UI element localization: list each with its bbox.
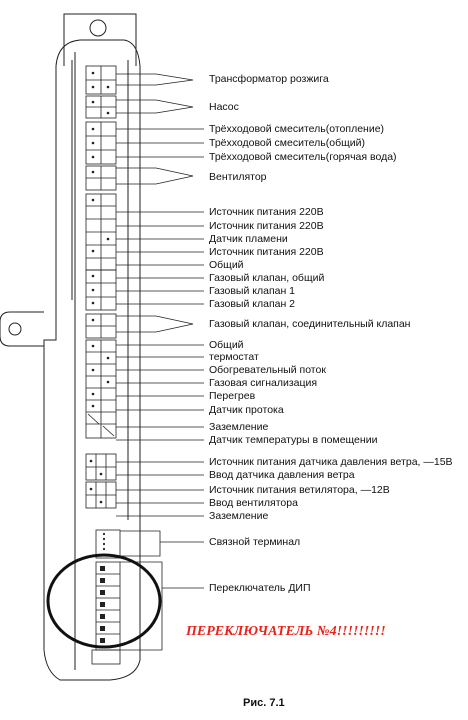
label-ignition-transformer: Трансформатор розжига <box>209 73 329 85</box>
label-wind-pressure-input: Ввод датчика давления ветра <box>209 469 355 481</box>
label-fan-power: Источник питания ветилятора, —12В <box>209 484 390 496</box>
label-gas-valve-2: Газовый клапан 2 <box>209 298 296 310</box>
label-thermostat: термостат <box>209 351 259 363</box>
top-mounting-hole <box>89 19 107 37</box>
label-fan-input: Ввод вентилятора <box>209 497 298 509</box>
label-common-1: Общий <box>209 259 244 271</box>
label-power-220-3: Источник питания 220В <box>209 246 324 258</box>
side-mounting-tab <box>0 311 44 347</box>
lead-lines <box>116 73 204 651</box>
label-gas-valve-1: Газовый клапан 1 <box>209 285 296 297</box>
label-gas-alarm: Газовая сигнализация <box>209 377 318 389</box>
side-mounting-hole <box>8 322 22 336</box>
label-power-220-2: Источник питания 220В <box>209 220 324 232</box>
terminal-dots <box>89 71 110 643</box>
label-gas-valve-common: Газовый клапан, общий <box>209 272 325 284</box>
label-wind-pressure-power: Источник питания датчика давления ветра,… <box>209 456 453 468</box>
label-ground-1: Заземление <box>209 421 269 433</box>
label-flame-sensor: Датчик пламени <box>209 233 288 245</box>
top-mounting-tab <box>63 13 137 66</box>
label-pump: Насос <box>209 101 239 113</box>
label-comm-terminal: Связной терминал <box>209 536 301 548</box>
label-fan: Вентилятор <box>209 171 267 183</box>
label-overheat: Перегрев <box>209 390 256 402</box>
board-outline <box>43 39 141 681</box>
label-heating-flow: Обогревательный поток <box>209 364 326 376</box>
label-ground-2: Заземление <box>209 510 269 522</box>
dip-switch-4-warning: ПЕРЕКЛЮЧАТЕЛЬ №4!!!!!!!!! <box>186 624 386 639</box>
label-common-2: Общий <box>209 339 244 351</box>
label-room-temp-sensor: Датчик температуры в помещении <box>209 434 378 446</box>
label-flow-sensor: Датчик протока <box>209 404 284 416</box>
dip-switch-highlight-circle <box>46 553 162 649</box>
label-three-way-common: Трёхходовой смеситель(общий) <box>209 137 365 149</box>
label-three-way-hot-water: Трёхходовой смеситель(горячая вода) <box>209 151 397 163</box>
figure-caption: Рис. 7.1 <box>243 697 285 709</box>
connector-blocks <box>85 65 121 665</box>
label-dip-switch: Переключатель ДИП <box>209 582 311 594</box>
label-three-way-heating: Трёхходовой смеситель(отопление) <box>209 123 385 135</box>
label-power-220-1: Источник питания 220В <box>209 206 324 218</box>
label-gas-valve-connecting: Газовый клапан, соединительный клапан <box>209 318 411 330</box>
